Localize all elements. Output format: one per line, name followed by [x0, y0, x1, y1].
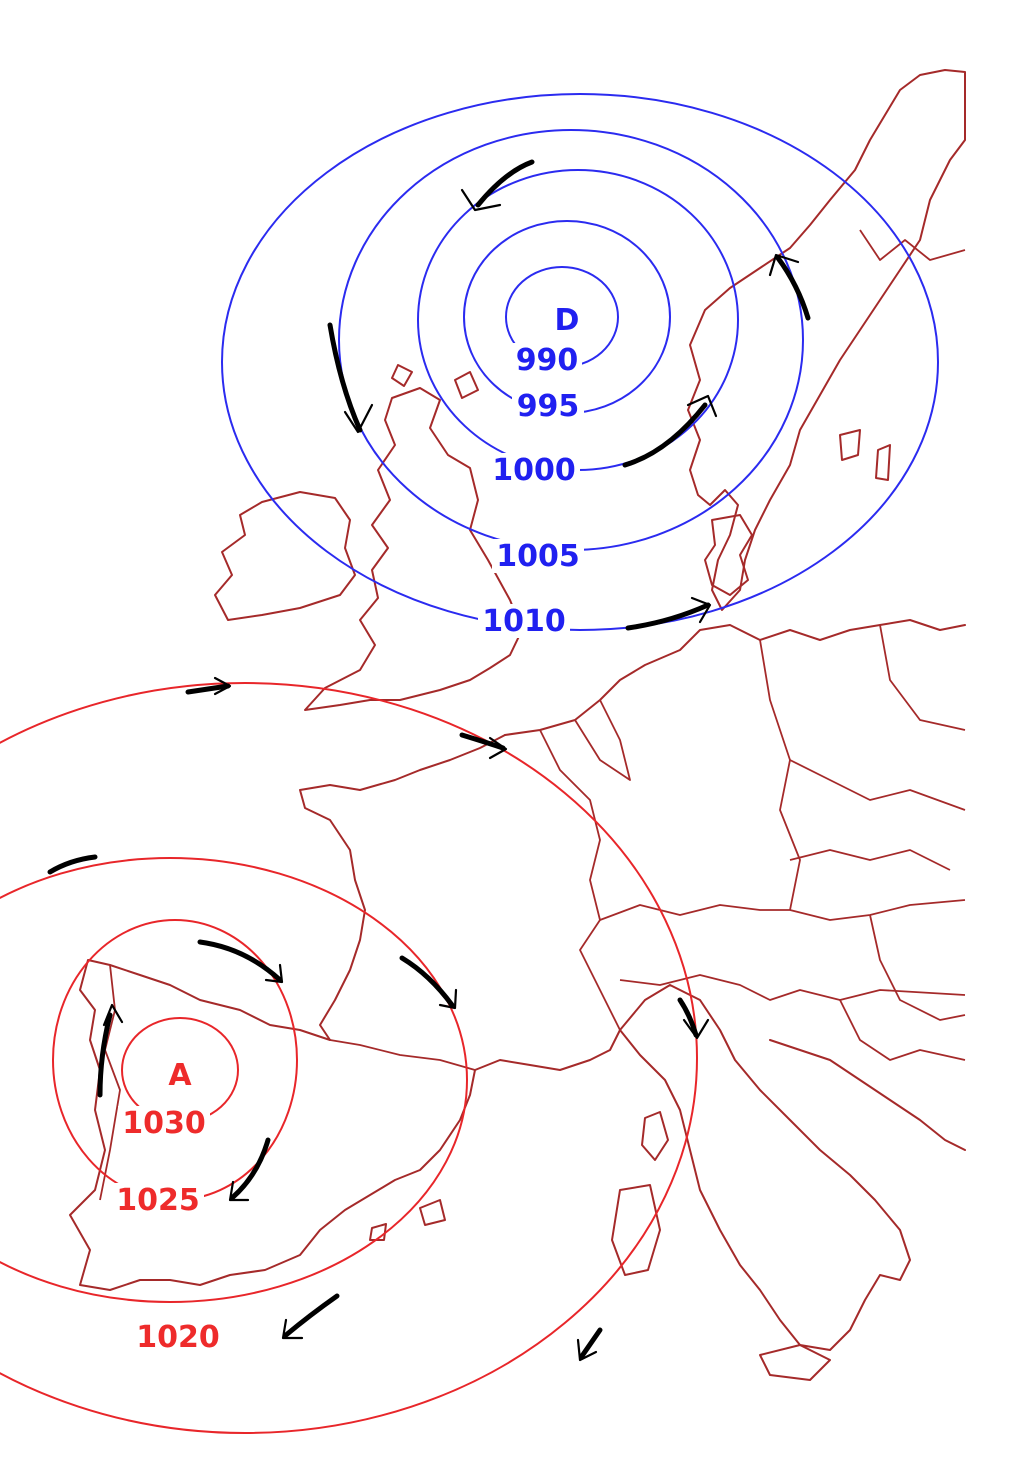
ireland-coast [214, 491, 356, 621]
wind-arrow [185, 683, 231, 695]
wind-arrow-head [460, 188, 502, 212]
border-germany-east [759, 639, 801, 911]
isobar-label-1030: 1030 [122, 1106, 206, 1141]
iberia-coast [69, 959, 476, 1291]
coastlines [69, 69, 966, 1381]
great-britain-coast [304, 387, 523, 711]
italy-coast [619, 984, 911, 1351]
wind-arrows [47, 159, 811, 1362]
isobar-1010 [221, 93, 939, 631]
france-mediterranean-coast [474, 1029, 621, 1071]
border-france-spain [329, 1039, 476, 1071]
balkans-coast [769, 1039, 966, 1151]
isobar-label-1000: 1000 [492, 453, 576, 488]
isobar-label-995: 995 [517, 389, 580, 424]
isobar-label-1025: 1025 [116, 1183, 200, 1218]
wind-arrow [579, 1327, 603, 1359]
border-hungary [869, 914, 966, 1021]
wind-arrow-head [213, 676, 232, 696]
isobar-label-990: 990 [516, 343, 579, 378]
border-france-east [539, 729, 621, 1031]
isobar-1020 [0, 682, 698, 1434]
sicily-coast [759, 1344, 831, 1381]
wind-arrow-head [281, 1318, 304, 1340]
wind-arrow-head [438, 988, 458, 1010]
wind-arrow [327, 322, 363, 433]
orkney-islands [454, 371, 479, 399]
wind-arrow-head [686, 394, 718, 418]
wind-arrow [625, 602, 711, 631]
country-borders [99, 624, 966, 1201]
isobar-label-1005: 1005 [496, 539, 580, 574]
border-germany-south [599, 899, 966, 921]
border-alps [619, 974, 966, 1001]
wind-arrow-head [690, 596, 712, 624]
wind-arrow-head [343, 403, 374, 434]
low-center-label: D [555, 303, 580, 338]
wind-arrow [47, 854, 98, 875]
wind-arrow-head [768, 253, 800, 277]
high-center-label: A [168, 1058, 192, 1093]
wind-arrow-head [576, 1338, 598, 1362]
wind-arrow [622, 402, 708, 468]
wind-arrow [399, 955, 455, 1008]
wind-arrow-head [228, 1180, 250, 1202]
border-benelux [574, 699, 631, 781]
wind-arrow [97, 1012, 113, 1098]
wind-arrow [459, 732, 506, 751]
wind-arrow-head [264, 963, 284, 984]
wind-arrow [475, 159, 535, 208]
border-balkans [839, 999, 966, 1061]
isobar-label-1020: 1020 [136, 1320, 220, 1355]
isobar-label-1010: 1010 [482, 604, 566, 639]
france-west-coast [299, 734, 506, 1041]
border-poland-south [789, 759, 966, 811]
wind-arrow-head [488, 736, 508, 760]
isobar-labels: D 990 995 1000 1005 1010 A 1030 1025 102… [112, 303, 584, 1355]
scandinavia-coast [687, 69, 966, 611]
continent-north-coast [504, 619, 966, 736]
wind-arrow-head [102, 1003, 124, 1027]
wind-arrow [283, 1293, 340, 1338]
balearic-islands [369, 1199, 446, 1241]
hebrides-islands [391, 364, 413, 387]
border-czech [789, 849, 951, 871]
wind-arrow [229, 1137, 271, 1201]
corsica-coast [641, 1111, 669, 1161]
denmark-coast [704, 514, 753, 596]
wind-arrow [197, 939, 283, 983]
wind-arrow-head [682, 1018, 710, 1040]
sardinia-coast [611, 1184, 661, 1276]
finland-border [859, 229, 966, 261]
border-spain-portugal [99, 964, 121, 1201]
border-poland-east [879, 624, 966, 731]
wind-arrow [775, 255, 811, 321]
baltic-lakes [839, 429, 891, 481]
isobar-1025 [0, 857, 468, 1303]
wind-arrow [677, 997, 699, 1038]
